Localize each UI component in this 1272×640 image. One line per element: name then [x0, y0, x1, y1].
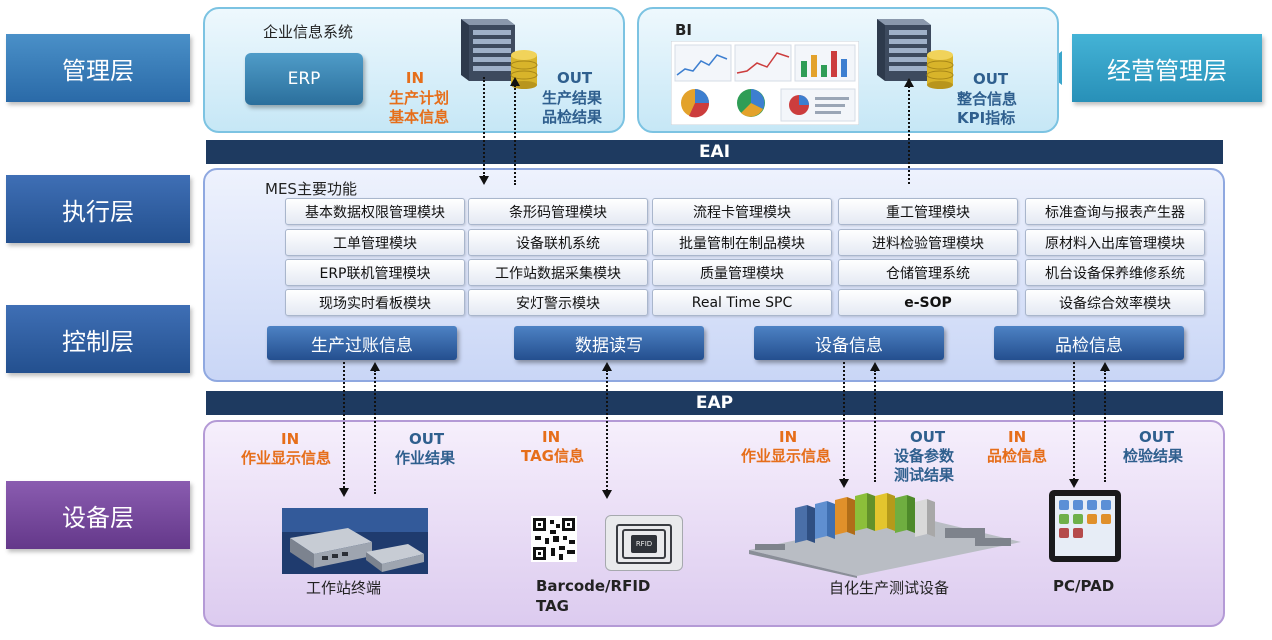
mes-panel: MES主要功能 基本数据权限管理模块条形码管理模块流程卡管理模块重工管理模块标准… [203, 168, 1225, 382]
bi-panel: BI OUT 整合信息 KPI指标 [637, 7, 1059, 133]
mes-module: 现场实时看板模块 [285, 289, 465, 316]
mes-module: Real Time SPC [652, 289, 832, 316]
barcode-label: Barcode/RFID [536, 577, 651, 595]
mes-module: 条形码管理模块 [468, 198, 648, 225]
out-text: 整合信息 [957, 90, 1018, 108]
out-label: OUT [910, 428, 946, 446]
mes-module: 工单管理模块 [285, 229, 465, 256]
layer-business: 经营管理层 [1072, 34, 1262, 102]
mes-module: 进料检验管理模块 [838, 229, 1018, 256]
flow-line [843, 362, 845, 480]
info-production-posting: 生产过账信息 [267, 326, 457, 360]
arrow-up-icon [904, 78, 914, 87]
layer-device: 设备层 [6, 481, 190, 549]
in-label: IN [1008, 428, 1027, 446]
in-text: TAG信息 [521, 447, 584, 465]
rfid-chip: RFID [631, 535, 657, 553]
mes-module: 重工管理模块 [838, 198, 1018, 225]
rfid-tag-icon: RFID [605, 515, 683, 571]
out-label: OUT [409, 430, 445, 448]
flow-line [1073, 362, 1075, 480]
bi-title: BI [675, 21, 693, 39]
pc-pad-label: PC/PAD [1053, 577, 1115, 595]
mes-module: 质量管理模块 [652, 259, 832, 286]
out-text: 设备参数 [894, 447, 955, 465]
enterprise-info-title: 企业信息系统 [263, 23, 354, 41]
arrow-up-icon [870, 362, 880, 371]
info-data-read-write: 数据读写 [514, 326, 704, 360]
out-text: KPI指标 [957, 109, 1016, 127]
out-label: OUT [1139, 428, 1175, 446]
in-text: 作业显示信息 [241, 449, 332, 467]
out-text: 作业结果 [395, 449, 456, 467]
mes-title: MES主要功能 [265, 180, 357, 198]
mes-module: 标准查询与报表产生器 [1025, 198, 1205, 225]
arrow-up-icon [602, 362, 612, 371]
layer-management: 管理层 [6, 34, 190, 102]
in-text: 品检信息 [987, 447, 1048, 465]
enterprise-info-panel: 企业信息系统 ERP IN 生产计划 基本信息 OUT 生产结果 品检结果 [203, 7, 625, 133]
in-text: 生产计划 [389, 89, 450, 107]
arrow-down-icon [602, 490, 612, 499]
in-label: IN [405, 69, 425, 87]
erp-box: ERP [245, 53, 363, 105]
server-database-icon [461, 19, 538, 89]
in-text: 基本信息 [389, 108, 450, 126]
arrow-down-icon [339, 488, 349, 497]
info-quality-inspection: 品检信息 [994, 326, 1184, 360]
layer-execution: 执行层 [6, 175, 190, 243]
mes-module: 机台设备保养维修系统 [1025, 259, 1205, 286]
flow-line [514, 85, 516, 185]
arrow-up-icon [510, 77, 520, 86]
arrow-down-icon [1069, 479, 1079, 488]
mes-module: 设备联机系统 [468, 229, 648, 256]
mes-module: 批量管制在制品模块 [652, 229, 832, 256]
out-text: 检验结果 [1123, 447, 1184, 465]
out-label: OUT [557, 69, 593, 87]
mes-module: 设备综合效率模块 [1025, 289, 1205, 316]
workstation-terminal-image [282, 508, 428, 574]
flow-line [343, 362, 345, 488]
arrow-up-icon [370, 362, 380, 371]
out-text: 品检结果 [542, 108, 603, 126]
flow-line [374, 370, 376, 494]
flow-line [874, 370, 876, 482]
mes-module: ERP联机管理模块 [285, 259, 465, 286]
in-label: IN [779, 428, 798, 446]
automated-equipment-label: 自化生产测试设备 [829, 579, 950, 597]
server-database-icon [877, 19, 954, 89]
mes-module: 仓储管理系统 [838, 259, 1018, 286]
mes-module: 原材料入出库管理模块 [1025, 229, 1205, 256]
in-text: 作业显示信息 [741, 447, 832, 465]
qr-code-icon [531, 516, 577, 562]
flow-line [1104, 370, 1106, 482]
flow-line [908, 86, 910, 184]
in-label: IN [542, 428, 561, 446]
flow-line [606, 370, 608, 494]
automated-production-line-image [749, 493, 1021, 578]
mes-module: 安灯警示模块 [468, 289, 648, 316]
out-label: OUT [973, 70, 1009, 88]
barcode-label-tag: TAG [536, 597, 569, 615]
eap-bar: EAP [206, 391, 1223, 415]
eai-bar: EAI [206, 140, 1223, 164]
mes-module: 基本数据权限管理模块 [285, 198, 465, 225]
bi-dashboard-image [671, 41, 859, 125]
in-label: IN [281, 430, 300, 448]
mes-module: 流程卡管理模块 [652, 198, 832, 225]
out-text: 生产结果 [542, 89, 603, 107]
workstation-label: 工作站终端 [306, 579, 382, 597]
arrow-down-icon [479, 176, 489, 185]
tablet-pad-icon [1049, 490, 1121, 562]
arrow-up-icon [1100, 362, 1110, 371]
device-panel: IN 作业显示信息 OUT 作业结果 IN TAG信息 IN 作业显示信息 OU… [203, 420, 1225, 627]
layer-control: 控制层 [6, 305, 190, 373]
out-text: 测试结果 [894, 466, 955, 484]
info-equipment: 设备信息 [754, 326, 944, 360]
flow-line [483, 77, 485, 177]
mes-module: 工作站数据采集模块 [468, 259, 648, 286]
arrow-down-icon [839, 479, 849, 488]
mes-module: e-SOP [838, 289, 1018, 316]
